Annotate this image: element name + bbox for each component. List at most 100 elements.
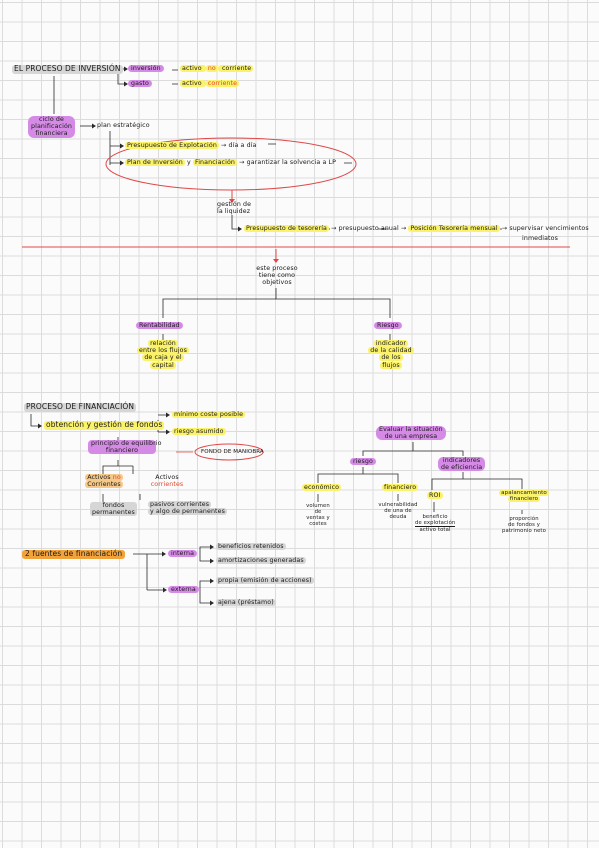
apal-title-2: financiero: [507, 496, 541, 503]
activos-c-line-1: Activos: [155, 474, 179, 481]
no-text-2: no: [112, 474, 121, 481]
interna-label: interna: [168, 550, 198, 558]
activos-c-line-2: corrientes: [150, 481, 184, 489]
dia-a-dia: día a día: [228, 142, 257, 149]
fin-line-2: de una de: [384, 508, 412, 515]
intro-line-1: este proceso: [256, 265, 298, 272]
fin-line-3: deuda: [389, 514, 407, 521]
presupuesto-explotacion-row: Presupuesto de Explotación → día a día: [125, 142, 257, 149]
intro-line-2: tiene como: [258, 272, 296, 280]
ajena: ajena (préstamo): [216, 599, 276, 607]
presupuesto-tesoreria: Presupuesto de tesorería: [244, 225, 330, 232]
apalancamiento: apalancamiento financiero: [496, 490, 552, 503]
roi-line-3: activo total: [419, 527, 451, 534]
ciclo-line-2: planificación: [31, 123, 72, 131]
rentabilidad-label: Rentabilidad: [136, 322, 183, 330]
pasivos-line-2: y algo de permanentes: [148, 508, 227, 516]
plan-inversion-row: Plan de Inversión y Financiación → garan…: [125, 159, 337, 166]
intro-line-3: objetivos: [262, 279, 292, 287]
minimo-coste: mínimo coste posible: [172, 411, 246, 419]
gestion-line-2: la liquidez: [217, 208, 251, 216]
plan-estrategico: plan estratégico: [97, 122, 150, 129]
roi: ROI: [427, 492, 443, 500]
pasivos-line-1: pasivos corrientes: [148, 501, 212, 508]
riesgo-line-3: de los: [379, 354, 403, 362]
rent-line-2: entre los flujos: [137, 347, 189, 355]
ciclo-line-1: ciclo de: [39, 116, 64, 123]
rent-line-1: relación: [148, 340, 178, 347]
apal-title-1: apalancamiento: [499, 490, 549, 496]
roi-desc: beneficio de explotación activo total: [415, 514, 455, 533]
apal-line-3: patrimonio neto: [502, 528, 546, 535]
no-text: no: [205, 65, 218, 72]
activo-corriente: activo corriente: [180, 80, 240, 87]
principio-line-1: principio de equilibrio: [91, 440, 162, 447]
fondos-line-1: fondos: [102, 502, 125, 509]
section2-title: PROCESO DE FINANCIACIÓN: [24, 402, 137, 412]
fondos-line-2: permanentes: [92, 509, 135, 517]
indicadores-eficiencia: indicadores de eficiencia: [438, 457, 486, 472]
riesgo-line-1: indicador: [373, 340, 409, 347]
eco-line-1: volumen: [306, 503, 330, 509]
ciclo-planificacion: ciclo de planificación financiera: [28, 116, 75, 138]
gestion-liquidez: gestión de la liquidez: [217, 201, 251, 215]
presupuesto-explotacion: Presupuesto de Explotación: [125, 142, 219, 149]
financiacion: Financiación: [192, 159, 238, 166]
presupuesto-anual: presupuesto anual: [338, 225, 399, 232]
tesoreria-row: Presupuesto de tesorería → presupuesto a…: [244, 225, 589, 232]
garantizar: garantizar la solvencia a LP: [246, 159, 337, 166]
financiero-desc: vulnerabilidad de una de deuda: [376, 502, 420, 520]
inmediatos: inmediatos: [522, 235, 558, 242]
riesgo-label: Riesgo: [374, 322, 402, 330]
supervisar-vencimientos: supervisar vencimientos: [509, 225, 589, 232]
activos-no-corrientes: Activos no Corrientes: [84, 474, 124, 489]
beneficios-retenidos: beneficios retenidos: [216, 543, 286, 551]
gestion-line-1: gestión de: [217, 201, 252, 208]
pasivos: pasivos corrientes y algo de permanentes: [148, 501, 227, 516]
activo-text: activo: [180, 65, 206, 72]
corriente-text-2: corriente: [205, 80, 240, 87]
evaluar-line-2: de una empresa: [384, 433, 438, 441]
principio-equilibrio: principio de equilibrio financiero: [88, 440, 162, 455]
plan-inversion: Plan de Inversión: [125, 159, 185, 166]
riesgo-node: riesgo: [350, 458, 376, 466]
corrientes-text: Corrientes: [85, 481, 123, 489]
indicadores-line-2: de eficiencia: [441, 464, 483, 472]
indicadores-line-1: indicadores: [442, 457, 481, 464]
section3-title: 2 fuentes de financiación: [22, 549, 126, 559]
roi-line-2: de explotación: [415, 520, 456, 528]
fin-line-1: vulnerabilidad: [378, 502, 418, 508]
apalancamiento-desc: proporción de fondos y patrimonio neto: [498, 516, 550, 534]
eco-line-4: costes: [309, 521, 327, 528]
ciclo-line-3: financiera: [35, 130, 68, 138]
apal-line-2: de fondos y: [507, 522, 541, 529]
obtencion-fondos: obtención y gestión de fondos: [44, 420, 165, 430]
gasto-label: gasto: [128, 80, 152, 88]
y-text: y: [187, 159, 191, 166]
eco-line-3: ventas y: [306, 515, 330, 522]
activo-no-corriente: activo no corriente: [180, 65, 254, 72]
principio-line-2: financiero: [105, 447, 139, 455]
amortizaciones-generadas: amortizaciones generadas: [216, 557, 306, 565]
rent-line-4: capital: [150, 361, 176, 369]
riesgo-line-4: flujos: [380, 361, 402, 369]
fondos-permanentes: fondos permanentes: [90, 502, 137, 517]
fondo-maniobra: FONDO DE MANIOBRA: [201, 449, 264, 455]
section1-title: EL PROCESO DE INVERSIÓN: [12, 64, 123, 74]
financiero: financiero: [382, 484, 419, 492]
externa-label: externa: [168, 586, 199, 594]
activos-text: Activos: [87, 474, 113, 481]
evaluar-situacion: Evaluar la situación de una empresa: [376, 426, 446, 441]
objetivos-intro: este proceso tiene como objetivos: [250, 265, 304, 287]
roi-line-1: beneficio: [422, 514, 448, 520]
economico-desc: volumen de ventas y costes: [304, 503, 332, 527]
riesgo-line-2: de la calidad: [368, 347, 414, 355]
corriente-text: corriente: [217, 65, 254, 72]
evaluar-line-1: Evaluar la situación: [379, 426, 443, 433]
riesgo-asumido: riesgo asumido: [172, 428, 226, 436]
rent-line-3: de caja y el: [142, 354, 184, 362]
posicion-tesoreria: Posición Tesorería mensual: [408, 225, 500, 232]
apal-line-1: proporción: [509, 516, 539, 522]
